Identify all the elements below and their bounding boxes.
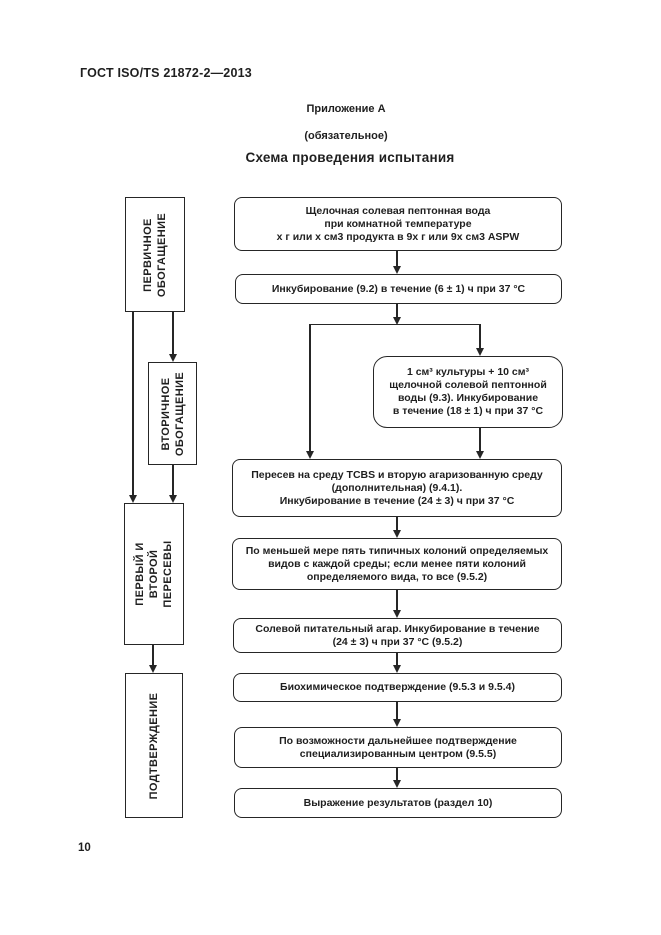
arrow-down-icon — [393, 317, 401, 325]
stage-secondary-enrichment-label: ВТОРИЧНОЕ ОБОГАЩЕНИЕ — [159, 371, 186, 456]
connector-branch-to-tcbs — [309, 324, 311, 451]
connector-agar-biochemical — [396, 653, 398, 665]
arrow-down-icon — [306, 451, 314, 459]
connector-primary-to-subcultures — [132, 312, 134, 495]
annex-title: Приложение А — [306, 102, 386, 115]
flow-step-tcbs-plating: Пересев на среду TCBS и вторую агаризова… — [232, 459, 562, 517]
stage-primary-enrichment-label: ПЕРВИЧНОЕ ОБОГАЩЕНИЕ — [142, 212, 168, 297]
connector-biochemical-specialized — [396, 702, 398, 719]
arrow-down-icon — [393, 780, 401, 788]
connector-aspw-incubation — [396, 251, 398, 266]
arrow-down-icon — [393, 665, 401, 673]
stage-confirmation: ПОДТВЕРЖДЕНИЕ — [125, 673, 183, 818]
connector-primary-to-secondary — [172, 312, 174, 354]
standard-number: ГОСТ ISO/TS 21872-2—2013 — [80, 66, 252, 80]
stage-subcultures-label: ПЕРВЫЙ И ВТОРОЙ ПЕРЕСЕВЫ — [134, 540, 174, 608]
connector-branch-horizontal — [309, 323, 481, 325]
flow-step-aspw: Щелочная солевая пептонная вода при комн… — [234, 197, 562, 251]
connector-incubation-branch — [396, 303, 398, 317]
arrow-down-icon — [476, 348, 484, 356]
flow-step-biochemical-confirmation: Биохимическое подтверждение (9.5.3 и 9.5… — [233, 673, 562, 702]
stage-confirmation-label: ПОДТВЕРЖДЕНИЕ — [148, 692, 160, 799]
flow-step-specialized-center: По возможности дальнейшее подтверждение … — [234, 727, 562, 768]
arrow-down-icon — [129, 495, 137, 503]
flow-step-incubation-9-2: Инкубирование (9.2) в течение (6 ± 1) ч … — [235, 274, 562, 304]
flow-step-secondary-culture: 1 см³ культуры + 10 см³ щелочной солевой… — [373, 356, 563, 428]
connector-tcbs-colonies — [396, 517, 398, 530]
arrow-down-icon — [149, 665, 157, 673]
flow-step-saline-agar: Солевой питательный агар. Инкубирование … — [233, 618, 562, 653]
arrow-down-icon — [169, 354, 177, 362]
connector-secondary-culture-tcbs — [479, 428, 481, 451]
arrow-down-icon — [393, 610, 401, 618]
flow-step-results: Выражение результатов (раздел 10) — [234, 788, 562, 818]
page-number: 10 — [78, 842, 91, 854]
diagram-title: Схема проведения испытания — [245, 150, 455, 165]
arrow-down-icon — [476, 451, 484, 459]
arrow-down-icon — [169, 495, 177, 503]
stage-subcultures: ПЕРВЫЙ И ВТОРОЙ ПЕРЕСЕВЫ — [124, 503, 184, 645]
connector-colonies-agar — [396, 590, 398, 610]
stage-secondary-enrichment: ВТОРИЧНОЕ ОБОГАЩЕНИЕ — [148, 362, 197, 465]
arrow-down-icon — [393, 530, 401, 538]
connector-branch-to-secondary-culture — [479, 324, 481, 348]
connector-subcultures-to-confirmation — [152, 645, 154, 665]
arrow-down-icon — [393, 719, 401, 727]
annex-heading: Приложение А (обязательное) — [100, 89, 592, 157]
annex-note: (обязательное) — [304, 129, 388, 142]
connector-secondary-to-subcultures — [172, 465, 174, 495]
connector-specialized-results — [396, 768, 398, 780]
stage-primary-enrichment: ПЕРВИЧНОЕ ОБОГАЩЕНИЕ — [125, 197, 185, 312]
arrow-down-icon — [393, 266, 401, 274]
flow-step-colonies-selection: По меньшей мере пять типичных колоний оп… — [232, 538, 562, 590]
